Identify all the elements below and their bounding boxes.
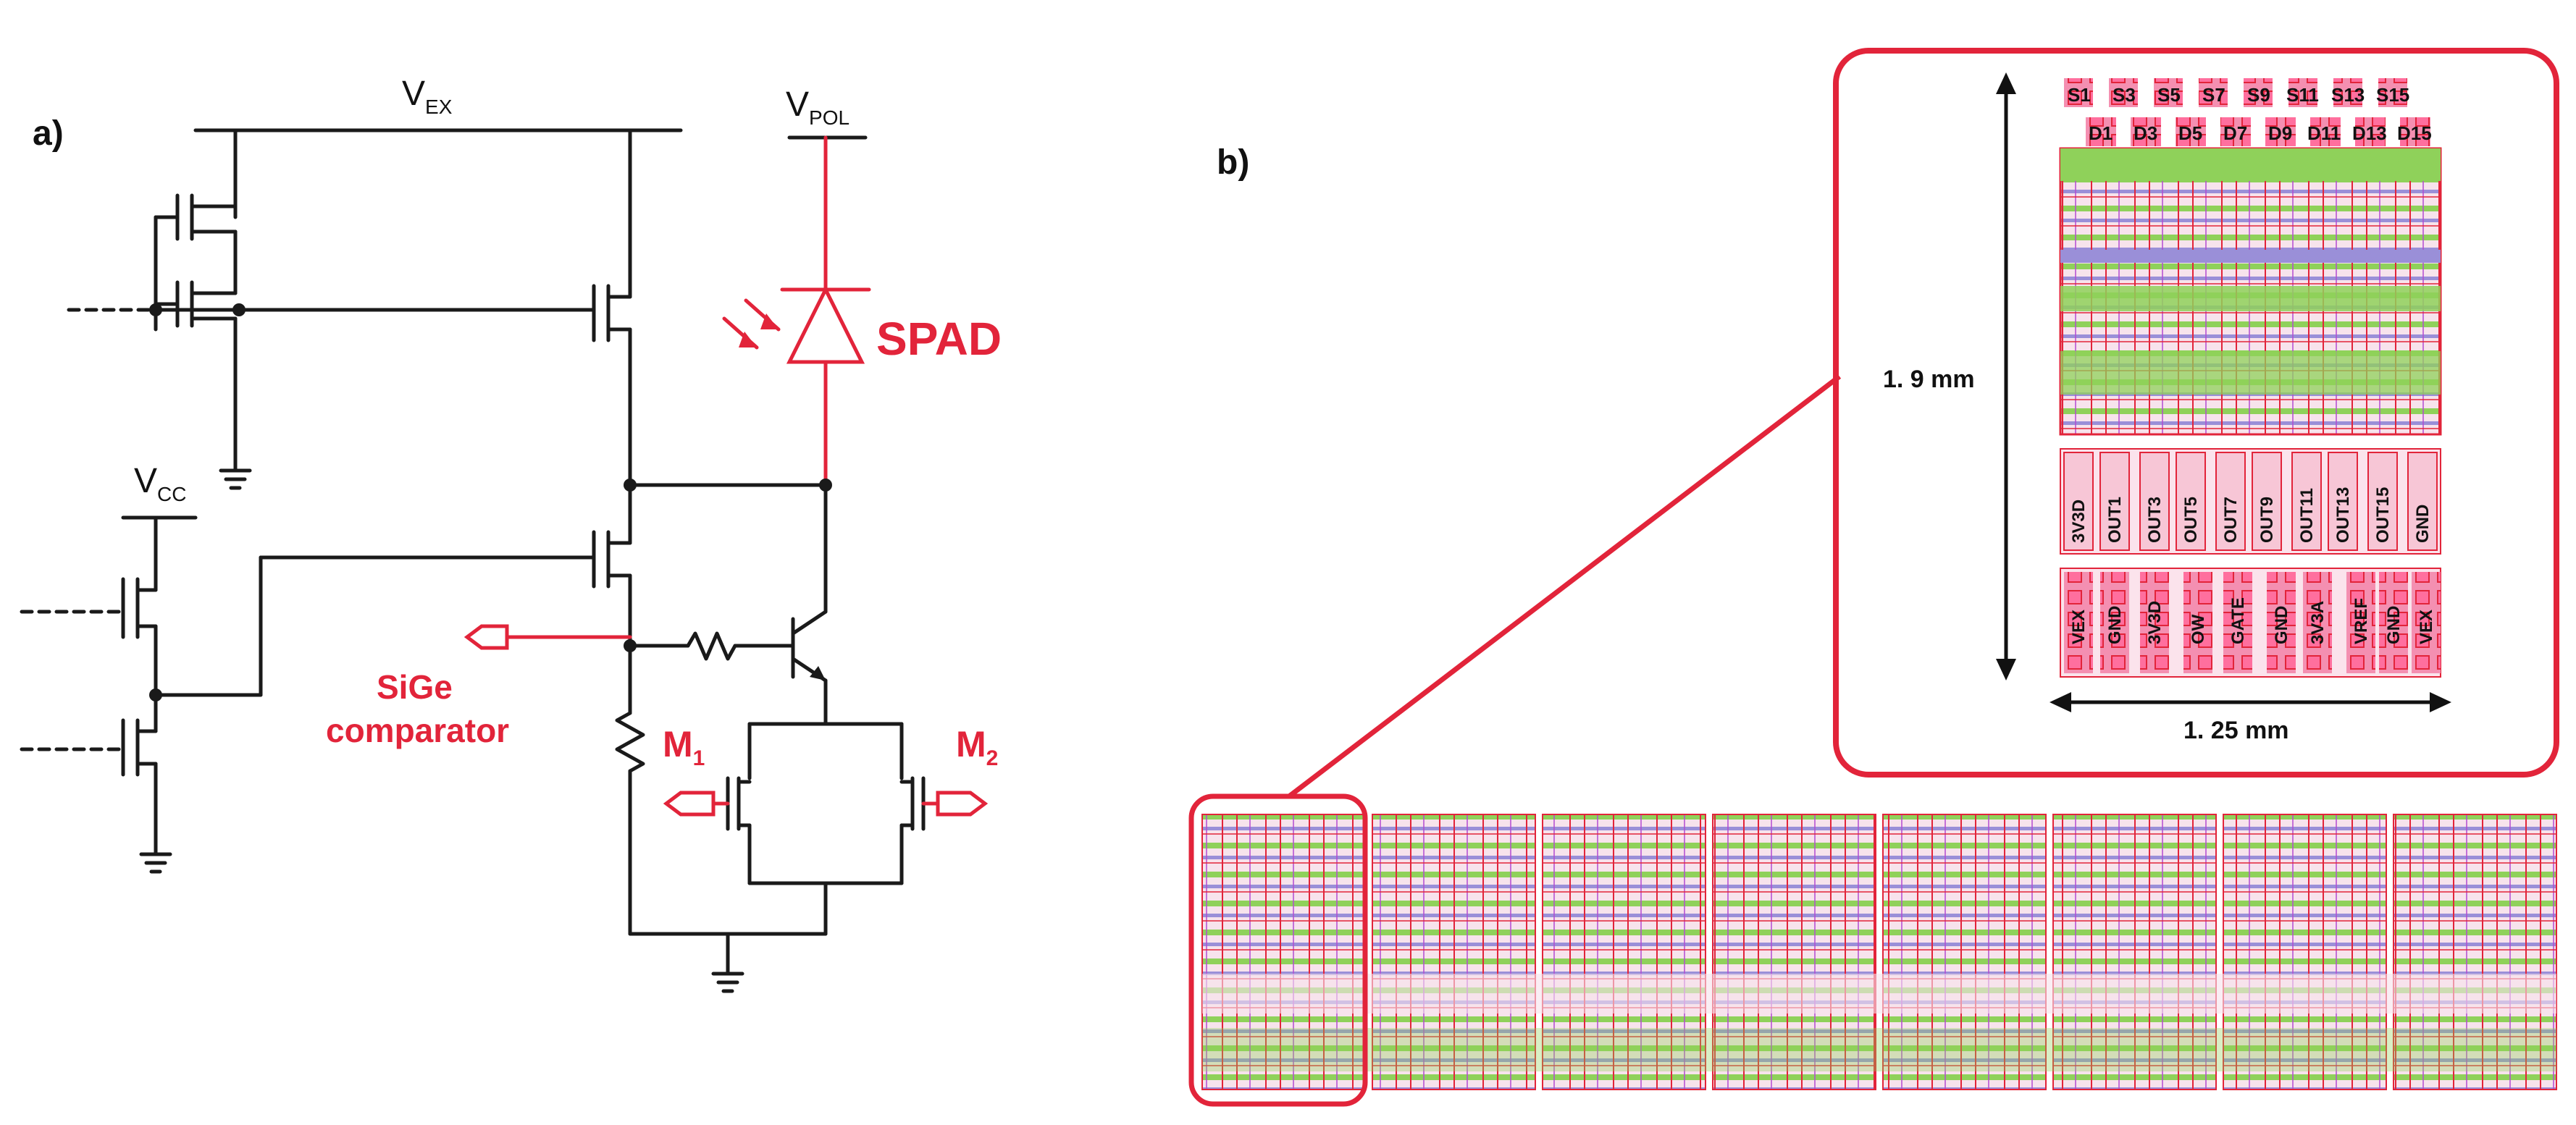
svg-text:S3: S3 [2113, 84, 2136, 106]
svg-text:OUT9: OUT9 [2257, 497, 2277, 543]
m1-m2-bridge [663, 722, 989, 936]
svg-text:3V3A: 3V3A [2308, 601, 2328, 644]
panel-a-label: a) [33, 114, 64, 153]
svg-text:D5: D5 [2178, 122, 2202, 144]
spad-diode [722, 135, 871, 487]
width-dimension-label: 1. 25 mm [2183, 717, 2289, 744]
chip-0 [1201, 814, 1366, 1090]
chip-6 [2223, 814, 2387, 1090]
circuit-schematic: a) VEX VPO [20, 75, 1002, 993]
svg-text:VEX: VEX [2417, 610, 2436, 644]
svg-text:OUT13: OUT13 [2333, 487, 2353, 543]
top-pads-d: D1 D3 D5 D7 D9 D11 D13 D15 [2086, 117, 2432, 146]
svg-text:OUT15: OUT15 [2373, 487, 2393, 543]
panel-b-label: b) [1217, 143, 1249, 182]
top-pads-s: S1 S3 S5 S7 S9 S11 S13 S15 [2064, 78, 2409, 107]
comparator-label-line1: SiGe [377, 668, 453, 706]
zoom-connector-top [1287, 374, 1842, 799]
chip-layout-figure: b) 1. 9 mm 1. 25 mm S1 S3 S5 [1188, 48, 2559, 1107]
svg-text:OUT11: OUT11 [2297, 488, 2317, 543]
chip-layout-panel: b) 1. 9 mm 1. 25 mm S1 S3 S5 [1130, 0, 2576, 1125]
vex-label: VEX [402, 75, 453, 118]
m2-label: M2 [956, 724, 998, 770]
svg-text:S5: S5 [2157, 84, 2181, 106]
svg-text:D3: D3 [2134, 122, 2157, 144]
svg-text:D7: D7 [2223, 122, 2247, 144]
svg-text:OUT3: OUT3 [2145, 497, 2165, 543]
svg-text:S11: S11 [2286, 84, 2319, 106]
svg-text:D1: D1 [2089, 122, 2113, 144]
svg-text:GATE: GATE [2228, 597, 2248, 644]
svg-text:S1: S1 [2068, 84, 2091, 106]
comparator-connection [463, 624, 632, 650]
upper-left-mirror [67, 128, 252, 490]
svg-text:OUT1: OUT1 [2105, 497, 2125, 543]
width-dimension [2050, 692, 2451, 712]
lower-left-transistors [20, 515, 172, 874]
series-resistor [686, 631, 737, 661]
svg-text:D9: D9 [2268, 122, 2292, 144]
chip-array [1201, 814, 2557, 1090]
svg-text:S13: S13 [2331, 84, 2365, 106]
svg-text:OW: OW [2189, 614, 2208, 644]
chip-highlight-frame [1188, 793, 1368, 1107]
bottom-pads: VEX GND 3V3D OW GATE GND 3V3A VREF GND V… [2064, 572, 2441, 673]
circuit-diagram-panel: a) VEX VPO [0, 0, 1130, 1125]
svg-text:GND: GND [2105, 606, 2125, 644]
mid-pads: 3V3D OUT1 OUT3 OUT5 OUT7 OUT9 OUT11 OUT1… [2063, 452, 2438, 551]
height-dimension-label: 1. 9 mm [1883, 366, 1975, 393]
chip-1 [1372, 814, 1536, 1090]
svg-text:D15: D15 [2397, 122, 2432, 144]
svg-text:S9: S9 [2247, 84, 2270, 106]
vpol-label: VPOL [786, 85, 849, 129]
svg-text:3V3D: 3V3D [2145, 601, 2165, 644]
chip-4 [1882, 814, 2047, 1090]
pulldown-resistor [615, 711, 645, 773]
svg-text:OUT7: OUT7 [2221, 497, 2241, 543]
comparator-label-line2: comparator [326, 712, 509, 749]
bjt-transistor [791, 483, 828, 726]
svg-text:D13: D13 [2352, 122, 2387, 144]
chip-5 [2052, 814, 2217, 1090]
svg-text:S15: S15 [2376, 84, 2409, 106]
height-dimension [1996, 72, 2016, 681]
svg-text:GND: GND [2272, 606, 2291, 644]
chip-7 [2393, 814, 2557, 1090]
svg-text:OUT5: OUT5 [2181, 497, 2201, 543]
svg-text:VREF: VREF [2351, 598, 2371, 644]
middle-pmos [592, 483, 632, 650]
chip-2 [1542, 814, 1706, 1090]
svg-text:GND: GND [2384, 606, 2404, 644]
svg-text:D11: D11 [2307, 122, 2341, 144]
spad-label: SPAD [876, 313, 1002, 365]
svg-text:VEX: VEX [2069, 610, 2089, 644]
vcc-label: VCC [134, 462, 186, 505]
chip-3 [1712, 814, 1876, 1090]
svg-text:S7: S7 [2202, 84, 2225, 106]
upper-pmos [592, 128, 632, 487]
m1-label: M1 [663, 724, 705, 770]
svg-text:3V3D: 3V3D [2069, 500, 2089, 543]
svg-text:GND: GND [2413, 505, 2433, 543]
